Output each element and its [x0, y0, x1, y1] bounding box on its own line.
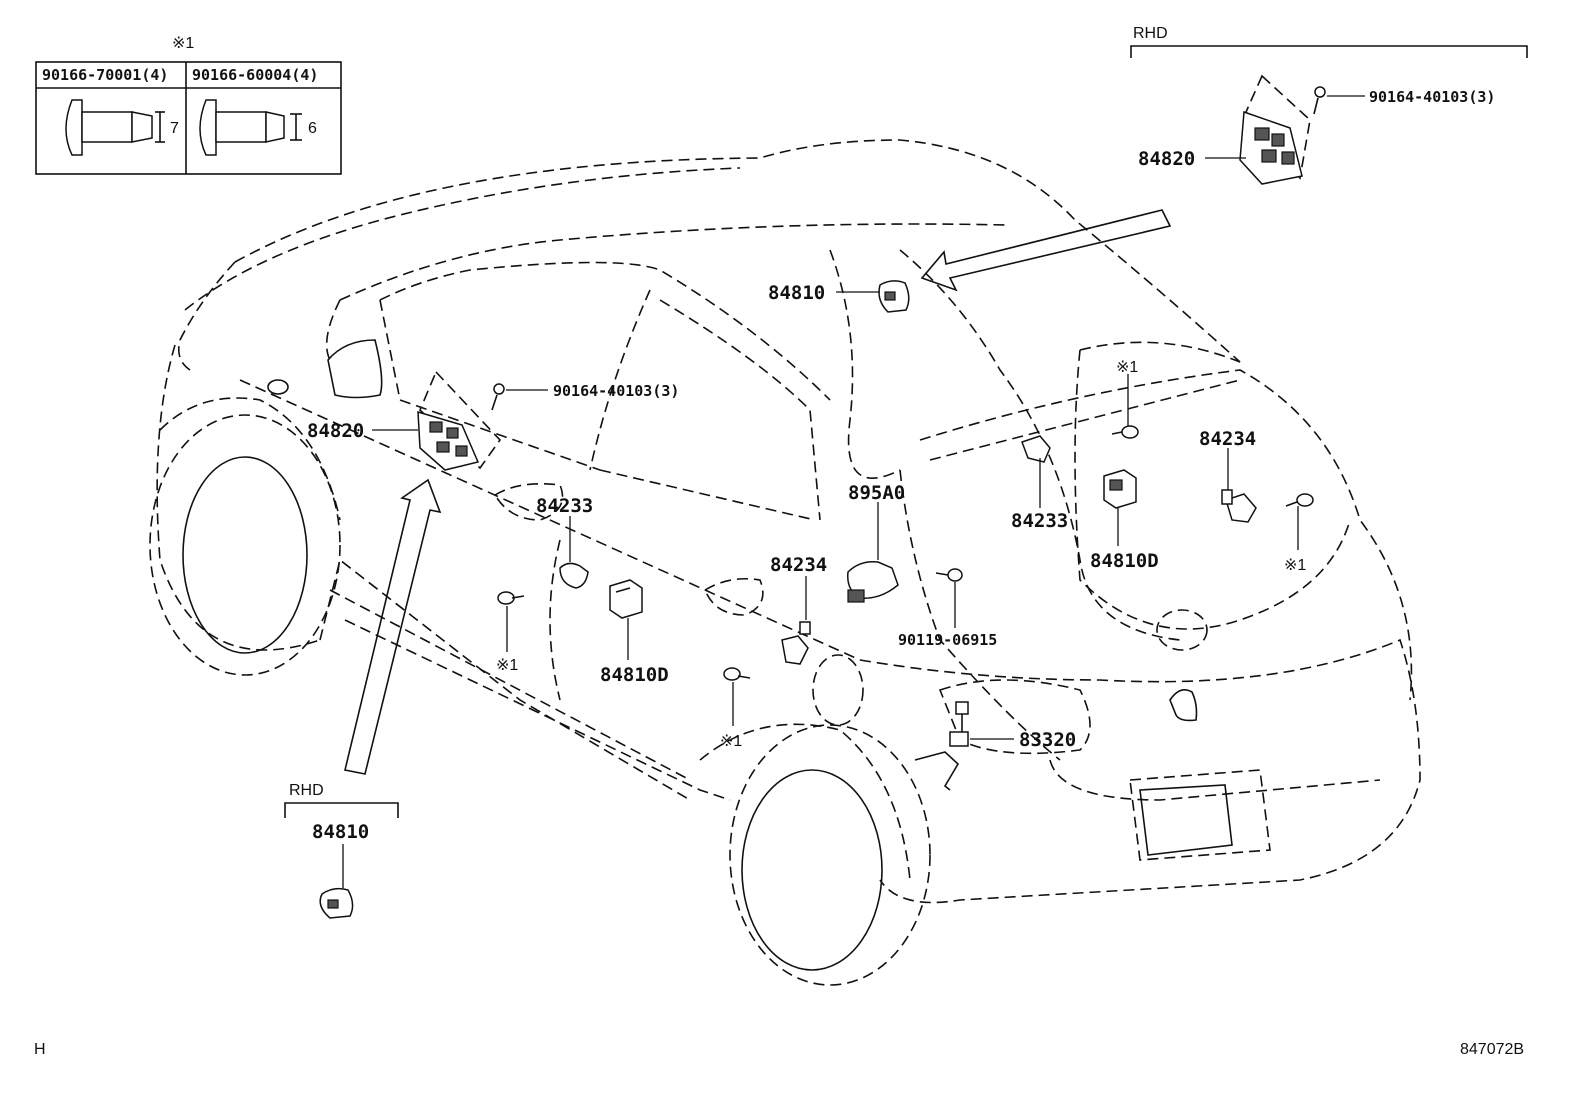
part-84810D-rear [1103, 469, 1137, 509]
callout-84233-front: 84233 [536, 495, 593, 517]
part-895A0 [847, 560, 899, 603]
inset-border [35, 61, 342, 175]
part-90119-screw [935, 568, 963, 582]
rhd-bottom-group: RHD 84810 [284, 782, 399, 919]
dim-right: 6 [308, 120, 317, 137]
screw-rear-top [1111, 425, 1139, 439]
callout-84810D-front: 84810D [600, 664, 669, 686]
part-84233-front [559, 562, 589, 589]
part-84234-front [781, 621, 811, 665]
dim-left: 7 [170, 120, 179, 137]
rhd-top-group: RHD 90164-40103(3) 84820 [1130, 25, 1528, 185]
view-arrow-front [344, 478, 442, 775]
fastener-inset-table: ※1 90166-70001(4) 90166-60004(4) 7 6 [35, 35, 342, 175]
callout-84234-front: 84234 [770, 554, 827, 576]
part-84810D-front [609, 579, 643, 619]
callout-84810-roof: 84810 [768, 282, 825, 304]
rhd-bottom-label: RHD [289, 782, 324, 799]
rhd-screw-callout: 90164-40103(3) [1369, 88, 1495, 106]
note-1-b: ※1 [720, 733, 742, 750]
callout-84233-rear: 84233 [1011, 510, 1068, 532]
callout-90164-main: 90164-40103(3) [553, 382, 679, 400]
rhd-top-label: RHD [1133, 25, 1168, 42]
callout-84810D-rear: 84810D [1090, 550, 1159, 572]
callout-90119: 90119-06915 [898, 631, 997, 649]
part-90164-screw [491, 383, 505, 411]
part-84234-rear [1221, 489, 1257, 523]
rhd-switch-callout: 84820 [1138, 148, 1195, 170]
part-84810-roof [878, 280, 910, 313]
fastener-left-drawing [65, 99, 165, 156]
note-1-c: ※1 [1116, 359, 1138, 376]
callout-895A0: 895A0 [848, 482, 905, 504]
callout-83320: 83320 [1019, 729, 1076, 751]
rhd-bottom-callout: 84810 [312, 821, 369, 843]
inset-fastener-left: 90166-70001(4) [42, 66, 168, 84]
front-wheel [149, 397, 341, 676]
callout-84820-main: 84820 [307, 420, 364, 442]
screw-front-a [497, 591, 525, 605]
view-arrow-rear [920, 209, 1172, 292]
screw-front-b [723, 667, 751, 681]
vehicle-body-outline [149, 139, 1421, 986]
footer-left-code: H [34, 1041, 46, 1058]
fastener-right-drawing [199, 99, 302, 156]
note-1-a: ※1 [496, 657, 518, 674]
rhd-part-84810 [319, 887, 354, 919]
inset-fastener-right: 90166-60004(4) [192, 66, 318, 84]
screw-rear-right [1285, 493, 1314, 507]
part-83320 [914, 701, 969, 791]
part-84820-switch [417, 370, 502, 471]
rhd-power-window-switch [1239, 74, 1311, 185]
rear-wheel [699, 723, 931, 986]
inset-note-mark: ※1 [172, 35, 194, 52]
note-1-d: ※1 [1284, 557, 1306, 574]
part-84233-rear [1021, 435, 1051, 463]
rhd-screw [1313, 86, 1326, 115]
callout-84234-rear: 84234 [1199, 428, 1256, 450]
figure-id: 847072B [1460, 1041, 1524, 1058]
